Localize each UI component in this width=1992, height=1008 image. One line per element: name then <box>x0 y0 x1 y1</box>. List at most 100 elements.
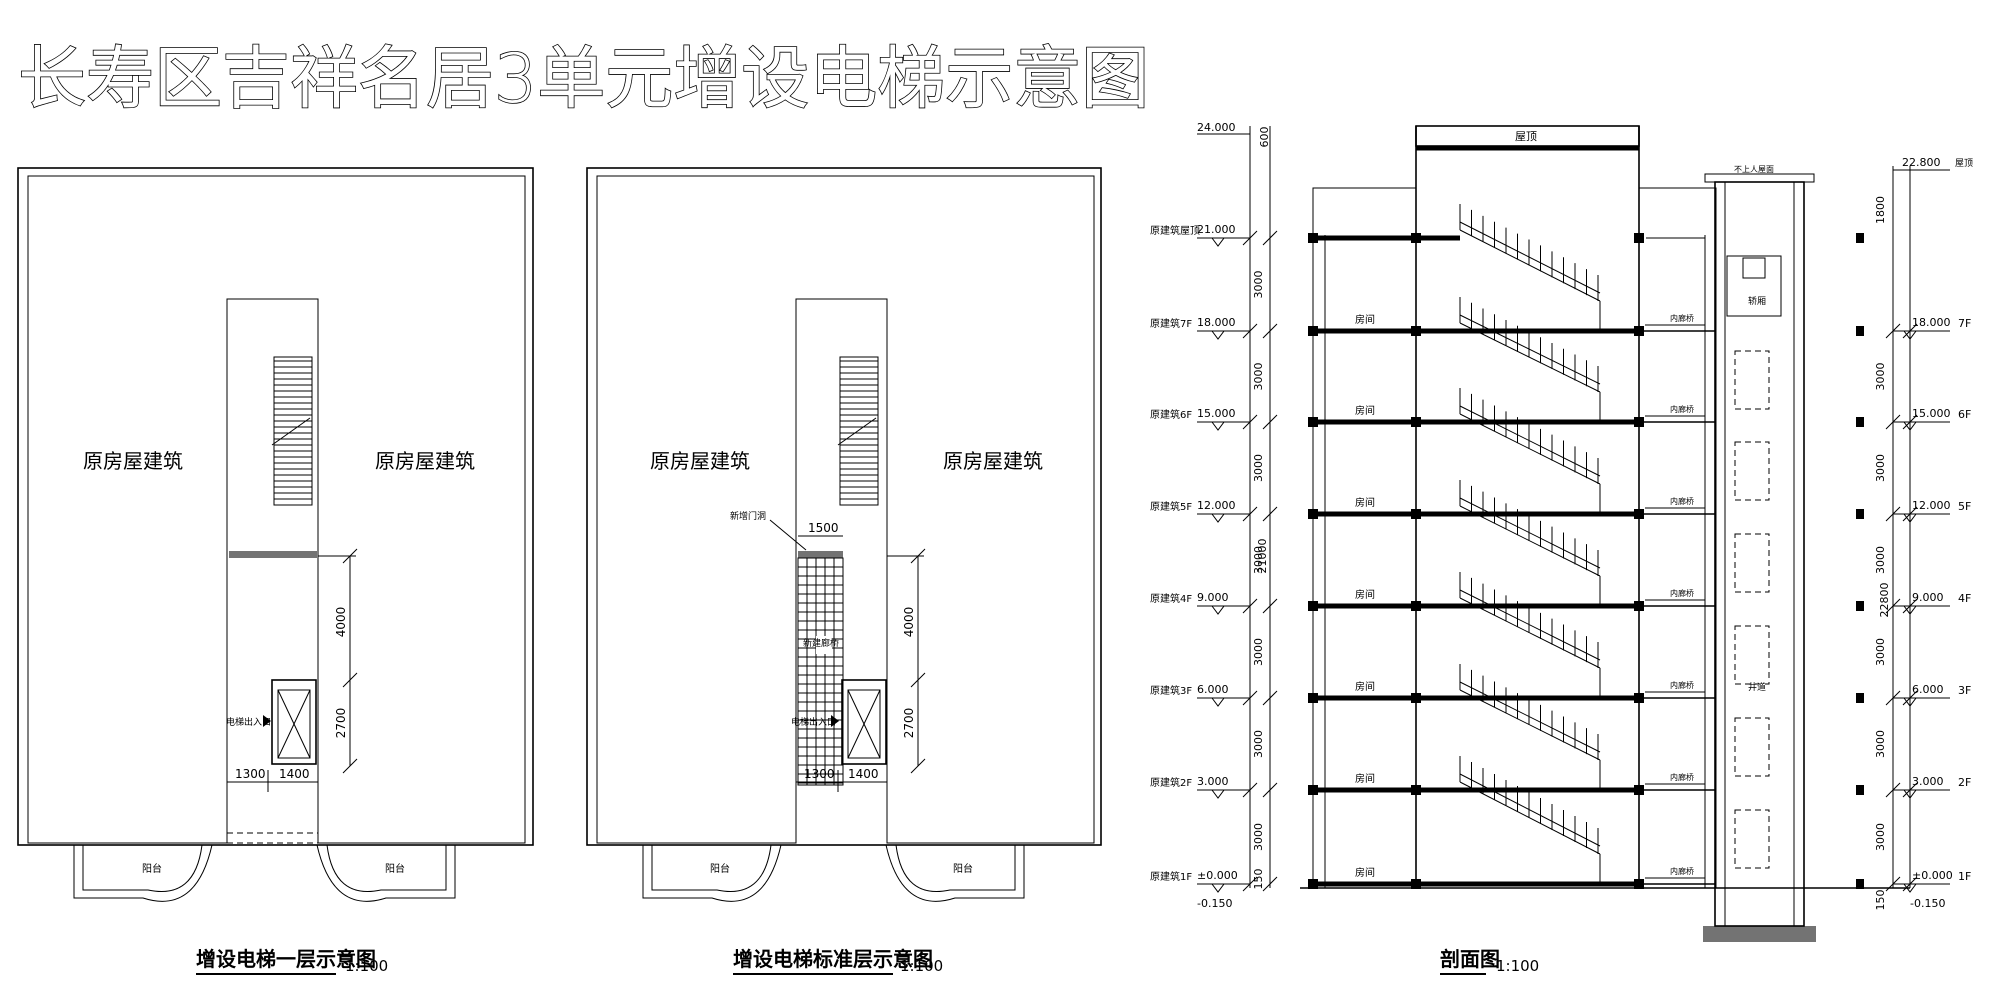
structure-node <box>1411 417 1421 427</box>
plan2-dim-tick <box>910 758 926 774</box>
plan2-corridor <box>797 557 844 786</box>
structure-node <box>1411 693 1421 703</box>
structure-node <box>1856 233 1864 243</box>
plan1-balcony-right <box>326 844 447 892</box>
section-elevator-cab <box>1726 255 1782 317</box>
floor-elev-right: 6.000 <box>1912 683 1944 696</box>
structure-node <box>1634 417 1644 427</box>
room-label: 房间 <box>1355 772 1375 785</box>
section-roof-label: 屋顶 <box>1515 130 1537 143</box>
structure-node <box>1634 509 1644 519</box>
section-dim-600: 600 <box>1258 127 1271 148</box>
plan2-balcony-right-label: 阳台 <box>953 862 973 875</box>
structure-node <box>1411 509 1421 519</box>
room-label: 房间 <box>1355 866 1375 879</box>
stair-flight <box>1459 229 1601 302</box>
bridge-label: 内廊桥 <box>1670 680 1694 690</box>
plan2-balcony-left-label: 阳台 <box>710 862 730 875</box>
structure-node <box>1308 509 1318 519</box>
plan2-door-hatch <box>798 551 843 558</box>
plan2-corridor-grid <box>797 557 844 785</box>
plan2-corridor-label: 新建廊桥 <box>803 637 839 649</box>
room-label: 房间 <box>1355 680 1375 693</box>
plan1-caption: 增设电梯一层示意图 <box>196 947 376 971</box>
floor-name-right: 4F <box>1958 592 1971 605</box>
plan2-dim-2700: 2700 <box>902 708 916 739</box>
bridge-label: 内廊桥 <box>1670 866 1694 876</box>
plan2-dim-tick <box>910 548 926 564</box>
plan1-wall-hatch <box>229 551 317 558</box>
floor-name-right: 2F <box>1958 776 1971 789</box>
plan1-dim-tick <box>342 758 358 774</box>
structure-node <box>1411 879 1421 889</box>
dim-3000-right: 3000 <box>1874 454 1887 482</box>
elev-marker <box>1211 789 1225 799</box>
structure-node <box>1634 785 1644 795</box>
dim-3000-right: 3000 <box>1874 638 1887 666</box>
shaft-dashed-cab <box>1734 441 1770 501</box>
stair-rail <box>1459 314 1601 385</box>
floor-elev-left: 18.000 <box>1197 316 1236 329</box>
dim-tick <box>1262 690 1278 706</box>
structure-node <box>1856 785 1864 795</box>
elev-marker <box>1903 421 1917 431</box>
structure-node <box>1634 879 1644 889</box>
dim-3000-right: 3000 <box>1874 363 1887 391</box>
plan2-dim-1500: 1500 <box>808 521 839 535</box>
elev-marker <box>1211 237 1225 247</box>
floor-elev-right: 9.000 <box>1912 591 1944 604</box>
dim-3000-left: 3000 <box>1252 730 1265 758</box>
section-left-parapet <box>1312 187 1416 888</box>
floor-name-left: 原建筑屋顶 <box>1150 224 1200 237</box>
room-label: 房间 <box>1355 404 1375 417</box>
floor-name-left: 原建筑4F <box>1150 592 1192 605</box>
plan2-stair <box>839 356 879 506</box>
shaft-dashed-cab <box>1734 350 1770 410</box>
structure-node <box>1308 693 1318 703</box>
elev-marker <box>1903 883 1917 893</box>
plan1-dim-tick <box>342 548 358 564</box>
section-dim-150-right: 150 <box>1874 890 1887 911</box>
plan1-outer-wall <box>17 167 534 846</box>
plan2-elevator-cab <box>847 689 881 759</box>
dim-tick <box>1262 506 1278 522</box>
section-pit-foundation <box>1703 926 1816 942</box>
plan1-stair-break-line <box>271 417 311 446</box>
dim-3000-right: 3000 <box>1874 823 1887 851</box>
structure-node <box>1308 233 1318 243</box>
structure-node <box>1856 326 1864 336</box>
plan2-balcony-left <box>651 844 772 892</box>
dim-3000-left: 3000 <box>1252 271 1265 299</box>
structure-node <box>1308 879 1318 889</box>
structure-node <box>1856 417 1864 427</box>
structure-node <box>1411 785 1421 795</box>
elev-marker <box>1211 513 1225 523</box>
section-shaft-dashed-positions <box>1734 350 1770 869</box>
shaft-dashed-cab <box>1734 533 1770 593</box>
plan1-dim-1300: 1300 <box>235 767 266 781</box>
plan2-outer-wall <box>586 167 1102 846</box>
bridge-label: 内廊桥 <box>1670 496 1694 506</box>
plan2-entrance-label: 电梯出入口 <box>791 716 836 728</box>
structure-node <box>1856 693 1864 703</box>
plan1-scale: 1:100 <box>345 957 388 975</box>
floor-name-right: 6F <box>1958 408 1971 421</box>
plan1-dim-2700: 2700 <box>334 708 348 739</box>
stair-rail <box>1459 773 1601 847</box>
floor-elev-right: 15.000 <box>1912 407 1951 420</box>
floor-elev-left: 3.000 <box>1197 775 1229 788</box>
bridge-label: 内廊桥 <box>1670 588 1694 598</box>
plan2-stair-break-line <box>837 417 877 446</box>
plan1-entry-arrow <box>263 715 271 727</box>
structure-node <box>1634 693 1644 703</box>
section-cab-top <box>1742 257 1766 279</box>
floor-name-right: 3F <box>1958 684 1971 697</box>
structure-node <box>1308 601 1318 611</box>
plan2-right-room-label: 原房屋建筑 <box>943 449 1043 473</box>
bridge-label: 内廊桥 <box>1670 404 1694 414</box>
elev-marker <box>1211 330 1225 340</box>
floor-elev-left: 12.000 <box>1197 499 1236 512</box>
